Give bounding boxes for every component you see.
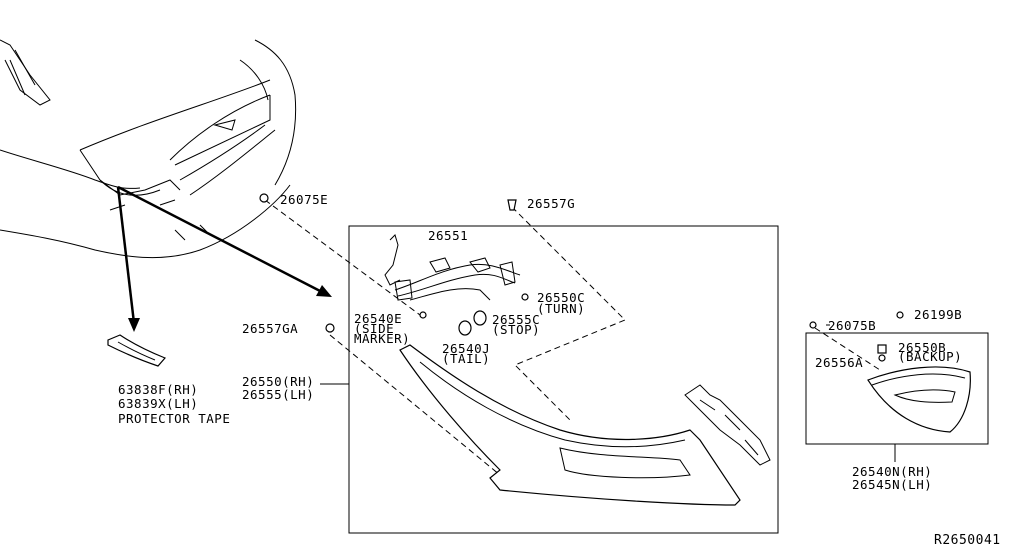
label-26550c: 26550C [537,290,586,305]
backup-lamp-part [867,344,971,433]
label-63838f: 63838F(RH) [118,382,199,397]
clip-26199b-icon [896,311,904,319]
label-26557g: 26557G [527,196,576,211]
label-26075b: 26075B [828,318,877,333]
label-26555c: 26555C [492,312,541,327]
label-26557ga: 26557GA [242,321,299,336]
diagram-code: R2650041 [934,533,1001,548]
label-26550rh: 26550(RH) [242,374,315,389]
label-turn: (TURN) [537,301,586,316]
bulb-stop-icon [473,310,487,326]
clip-26557g-icon [507,199,517,211]
label-26540n: 26540N(RH) [852,464,933,479]
rear-combination-lamp [399,344,771,506]
fasteners [259,193,904,333]
label-26545n: 26545N(LH) [852,477,933,492]
leader-lines [264,199,881,476]
label-26550b: 26550B [898,340,947,355]
label-protector-tape: PROTECTOR TAPE [118,411,231,426]
label-side: (SIDE [354,321,395,336]
bulbs [458,310,487,336]
harness-26551 [384,234,529,319]
clip-26075e-icon [259,193,269,203]
label-63839x: 63839X(LH) [118,396,199,411]
bulb-tail-icon [458,320,472,336]
vehicle-rear-outline [0,39,297,259]
label-26551: 26551 [428,228,469,243]
label-26075e: 26075E [280,192,329,207]
label-26540e: 26540E [354,311,403,326]
label-marker: MARKER) [354,331,411,346]
label-26556a: 26556A [815,355,864,370]
locator-arrows [116,185,332,332]
clip-26075b-icon [809,321,817,329]
label-26199b: 26199B [914,307,963,322]
label-backup: (BACKUP) [898,349,963,364]
label-26555lh: 26555(LH) [242,387,315,402]
label-stop: (STOP) [492,322,541,337]
label-tail: (TAIL) [442,351,491,366]
main-assembly-frame [348,225,779,534]
label-26540j: 26540J [442,341,491,356]
protector-tape-part [107,334,167,367]
backup-lamp-frame [805,332,989,445]
nut-26557ga-icon [325,323,335,333]
